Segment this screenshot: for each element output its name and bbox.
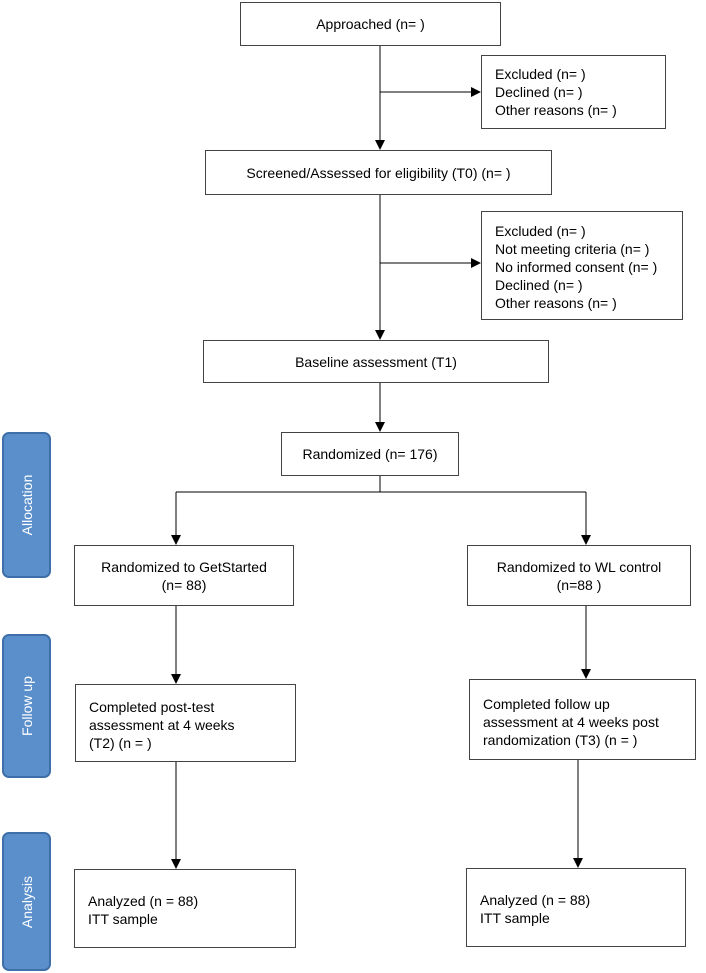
- box-text: Analyzed (n = 88): [480, 892, 591, 908]
- box-text: Completed follow up: [483, 696, 610, 712]
- approached-box: Approached (n= ): [240, 2, 501, 46]
- phase-tab-label: Follow up: [18, 676, 35, 736]
- getstarted-analysis-box: Analyzed (n = 88) ITT sample: [74, 869, 296, 948]
- box-text: randomization (T3) (n = ): [483, 732, 638, 748]
- box-text: Analyzed (n = 88): [88, 893, 199, 909]
- box-text: Completed post-test: [89, 699, 215, 715]
- box-text: Declined (n= ): [495, 277, 583, 293]
- box-text: No informed consent (n= ): [495, 259, 658, 275]
- box-text: ITT sample: [88, 911, 158, 927]
- wl-allocation-box: Randomized to WL control (n=88 ): [467, 545, 691, 606]
- phase-tab-followup: Follow up: [2, 634, 51, 778]
- box-text: Randomized (n= 176): [302, 446, 438, 462]
- phase-tab-label: Analysis: [18, 875, 35, 928]
- excluded-box-1: Excluded (n= ) Declined (n= ) Other reas…: [481, 55, 666, 129]
- box-text: Approached (n= ): [316, 16, 425, 32]
- getstarted-allocation-box: Randomized to GetStarted (n= 88): [74, 545, 294, 606]
- wl-followup-box: Completed follow up assessment at 4 week…: [469, 679, 696, 760]
- box-text: Excluded (n= ): [495, 66, 586, 82]
- box-text: (T2) (n = ): [89, 735, 152, 751]
- box-text: (n= 88): [161, 576, 207, 593]
- box-text: Randomized to GetStarted: [101, 558, 267, 575]
- box-text: ITT sample: [480, 910, 550, 926]
- phase-tab-label: Allocation: [18, 474, 35, 536]
- box-text: Excluded (n= ): [495, 223, 586, 239]
- box-text: Declined (n= ): [495, 84, 583, 100]
- box-text: (n=88 ): [556, 576, 602, 593]
- wl-analysis-box: Analyzed (n = 88) ITT sample: [466, 868, 686, 947]
- box-text: assessment at 4 weeks: [89, 717, 235, 733]
- box-text: Randomized to WL control: [496, 558, 662, 575]
- phase-tab-allocation: Allocation: [2, 432, 51, 578]
- box-text: assessment at 4 weeks post: [483, 714, 659, 730]
- excluded-box-2: Excluded (n= ) Not meeting criteria (n= …: [481, 211, 683, 320]
- box-text: Screened/Assessed for eligibility (T0) (…: [246, 164, 511, 181]
- box-text: Other reasons (n= ): [495, 295, 617, 311]
- getstarted-followup-box: Completed post-test assessment at 4 week…: [75, 684, 296, 762]
- screened-box: Screened/Assessed for eligibility (T0) (…: [205, 150, 552, 195]
- phase-tab-analysis: Analysis: [2, 832, 51, 971]
- box-text: Not meeting criteria (n= ): [495, 241, 650, 257]
- baseline-box: Baseline assessment (T1): [203, 340, 549, 383]
- box-text: Other reasons (n= ): [495, 102, 617, 118]
- randomized-box: Randomized (n= 176): [281, 432, 459, 476]
- box-text: Baseline assessment (T1): [295, 353, 457, 370]
